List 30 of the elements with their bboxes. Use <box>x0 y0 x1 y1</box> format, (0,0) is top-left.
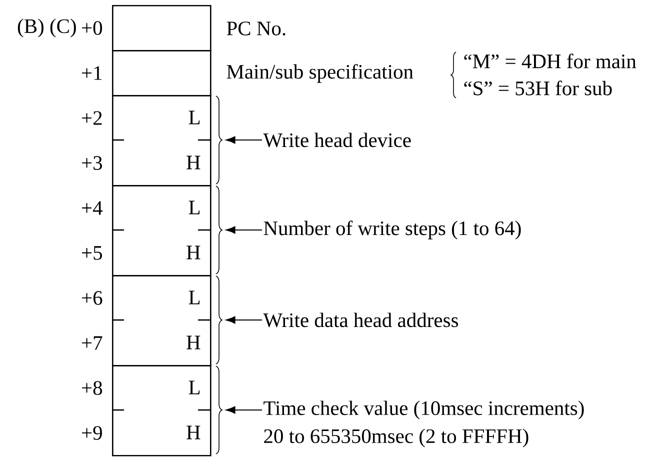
offset-label: +3 <box>82 156 102 170</box>
description-text: Time check value (10msec increments) <box>264 400 584 420</box>
register-box: L H <box>112 275 212 366</box>
arrow <box>226 226 262 234</box>
description-text: Write data head address <box>263 312 458 328</box>
beside-text: Main/sub specification <box>226 64 414 83</box>
arrow <box>226 316 262 324</box>
description-text: Number of write steps (1 to 64) <box>264 220 521 240</box>
description-text: Write head device <box>263 132 411 148</box>
offset-label: +7 <box>82 336 102 350</box>
register-box: L H <box>112 365 212 456</box>
description-text: 20 to 655350msec (2 to FFFFH) <box>264 428 528 448</box>
offset-label: +4 <box>82 201 102 215</box>
register-box: L H <box>112 95 212 186</box>
arrow <box>226 136 262 144</box>
register-box: L H <box>112 184 212 276</box>
option-text: “S” = 53H for sub <box>464 80 612 96</box>
option-text: “M” = 4DH for main <box>464 54 636 68</box>
offset-label: +8 <box>82 381 102 395</box>
register-box <box>112 5 212 52</box>
offset-label: +0 <box>82 21 102 35</box>
beside-text: PC No. <box>226 22 286 36</box>
offset-label: +6 <box>82 291 102 305</box>
register-label: (B) (C) <box>18 18 76 38</box>
register-box <box>112 50 212 96</box>
offset-label: +5 <box>82 246 102 260</box>
offset-label: +2 <box>82 111 102 125</box>
offset-label: +1 <box>82 66 102 80</box>
arrow <box>226 406 262 414</box>
offset-label: +9 <box>82 426 102 440</box>
